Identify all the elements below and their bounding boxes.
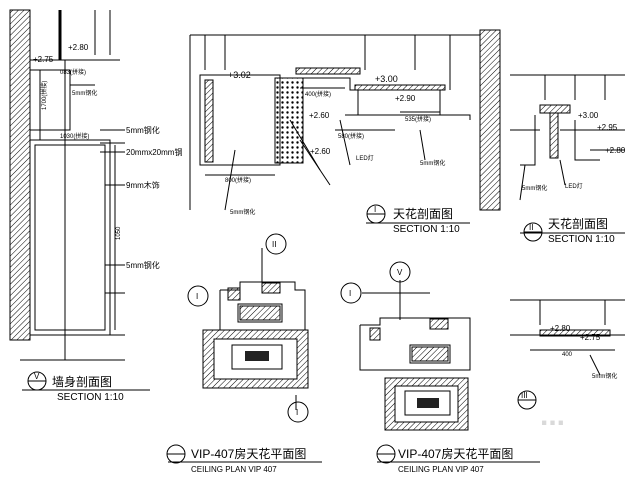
ceil2-section-subtitle: SECTION 1:10 bbox=[548, 234, 615, 245]
ceil1-elev-1: +3.02 bbox=[228, 70, 251, 80]
wall-dim-3: 1030(拼接) bbox=[60, 132, 89, 140]
wall-dim-1: 083(拼接) bbox=[60, 68, 86, 76]
plan2-title: VIP-407房天花平面图 bbox=[398, 446, 513, 461]
wall-note-3: 20mmx20mm钢 bbox=[126, 147, 182, 157]
wall-note-4: 9mm木饰 bbox=[126, 180, 160, 190]
ceil2-note-1: 5mm钢化 bbox=[522, 184, 547, 192]
ceil1-dim-3: 535(拼接) bbox=[405, 115, 431, 123]
plan2-marker-a-label: V bbox=[397, 268, 403, 277]
plan1-marker-c-label: I bbox=[296, 408, 298, 417]
wall-section-subtitle: SECTION 1:10 bbox=[57, 392, 124, 403]
watermark: ... bbox=[540, 399, 565, 432]
ceil1-note-2: 5mm钢化 bbox=[420, 159, 445, 167]
plan1-light-fixture bbox=[245, 351, 269, 361]
ceil3-dim-1: 400 bbox=[562, 352, 573, 358]
wall-dim-2: 1700(拼接) bbox=[40, 81, 48, 110]
ceil1-elev-2: +3.00 bbox=[375, 74, 398, 84]
ceil1-marker-label: I bbox=[374, 205, 376, 214]
ceil1-dim-4: 800(拼接) bbox=[225, 176, 251, 184]
plan2-marker-b-label: I bbox=[349, 289, 351, 298]
ceil2-note-led: LED灯 bbox=[565, 182, 583, 190]
plan1-subtitle: CEILING PLAN VIP 407 bbox=[191, 465, 277, 474]
ceiling-plan-2-drawing: V I VIP-407房天花平面图 CEILING PLAN VIP 407 bbox=[340, 261, 540, 474]
ceiling-plan-1-drawing: II I I VIP-407房天花平面图 CEILING PLAN VIP 40… bbox=[166, 233, 322, 474]
ceiling-section-2-drawing: +3.00 +2.95 +2.80 5mm钢化 LED灯 II 天花剖面图 SE… bbox=[510, 74, 626, 245]
wall-dim-4: 1050 bbox=[116, 226, 122, 240]
ceil2-elev-3: +2.80 bbox=[605, 146, 626, 155]
ceil1-section-title: 天花剖面图 bbox=[393, 206, 453, 221]
wall-elev-2: +2.75 bbox=[33, 55, 54, 64]
ceil1-note-1: 5mm钢化 bbox=[230, 208, 255, 216]
ceil2-elev-2: +2.95 bbox=[597, 123, 618, 132]
wall-hatch bbox=[9, 9, 31, 341]
plan1-marker-b-label: I bbox=[196, 292, 198, 301]
ceil1-elev-3: +2.90 bbox=[395, 94, 416, 103]
wall-elev-top: +2.80 bbox=[68, 43, 89, 52]
plan2-marker-b bbox=[340, 282, 362, 304]
ceil1-elev-5: +2.60 bbox=[310, 147, 331, 156]
ceil2-section-title: 天花剖面图 bbox=[548, 216, 608, 231]
ceil3-elev-2: +2.75 bbox=[580, 333, 601, 342]
ceil2-marker-label: II bbox=[529, 223, 533, 232]
plan2-marker-a bbox=[389, 261, 411, 283]
ceil1-dim-2: 580(拼接) bbox=[338, 132, 364, 140]
ceil2-elev-1: +3.00 bbox=[578, 111, 599, 120]
wall-section-drawing: +2.80 +2.75 083(拼接) 1700(拼接) 1030(拼接) 10… bbox=[9, 9, 182, 403]
wall-marker-label: V bbox=[34, 372, 40, 381]
plan1-marker-a bbox=[265, 233, 287, 255]
ceil1-elev-4: +2.60 bbox=[309, 111, 330, 120]
plan2-light-fixture bbox=[417, 398, 439, 408]
plan1-marker-b bbox=[187, 285, 209, 307]
plan1-marker-c bbox=[287, 401, 309, 423]
lighting-strip bbox=[274, 77, 304, 164]
wall-note-5: 5mm钢化 bbox=[126, 260, 160, 270]
wall-note-2: 5mm钢化 bbox=[126, 125, 160, 135]
ceil3-marker-label: III bbox=[521, 391, 528, 400]
ceil3-elev-1: +2.80 bbox=[550, 324, 571, 333]
plan1-title: VIP-407房天花平面图 bbox=[191, 446, 306, 461]
ceiling-wall-hatch bbox=[479, 29, 501, 211]
ceil1-dim-1: 400(拼接) bbox=[305, 90, 331, 98]
ceil1-section-subtitle: SECTION 1:10 bbox=[393, 224, 460, 235]
wall-section-title: 墙身剖面图 bbox=[52, 374, 112, 389]
plan2-subtitle: CEILING PLAN VIP 407 bbox=[398, 465, 484, 474]
ceiling-section-3-drawing: +2.80 +2.75 400 5mm钢化 III bbox=[510, 299, 625, 410]
ceiling-section-1-drawing: +3.02 +3.00 +2.90 +2.60 +2.60 400(拼接) 58… bbox=[189, 29, 501, 235]
ceil3-note-1: 5mm钢化 bbox=[592, 372, 617, 380]
ceil1-note-led: LED灯 bbox=[356, 154, 374, 162]
wall-note-1: 5mm钢化 bbox=[72, 89, 97, 97]
plan1-marker-a-label: II bbox=[272, 240, 276, 249]
